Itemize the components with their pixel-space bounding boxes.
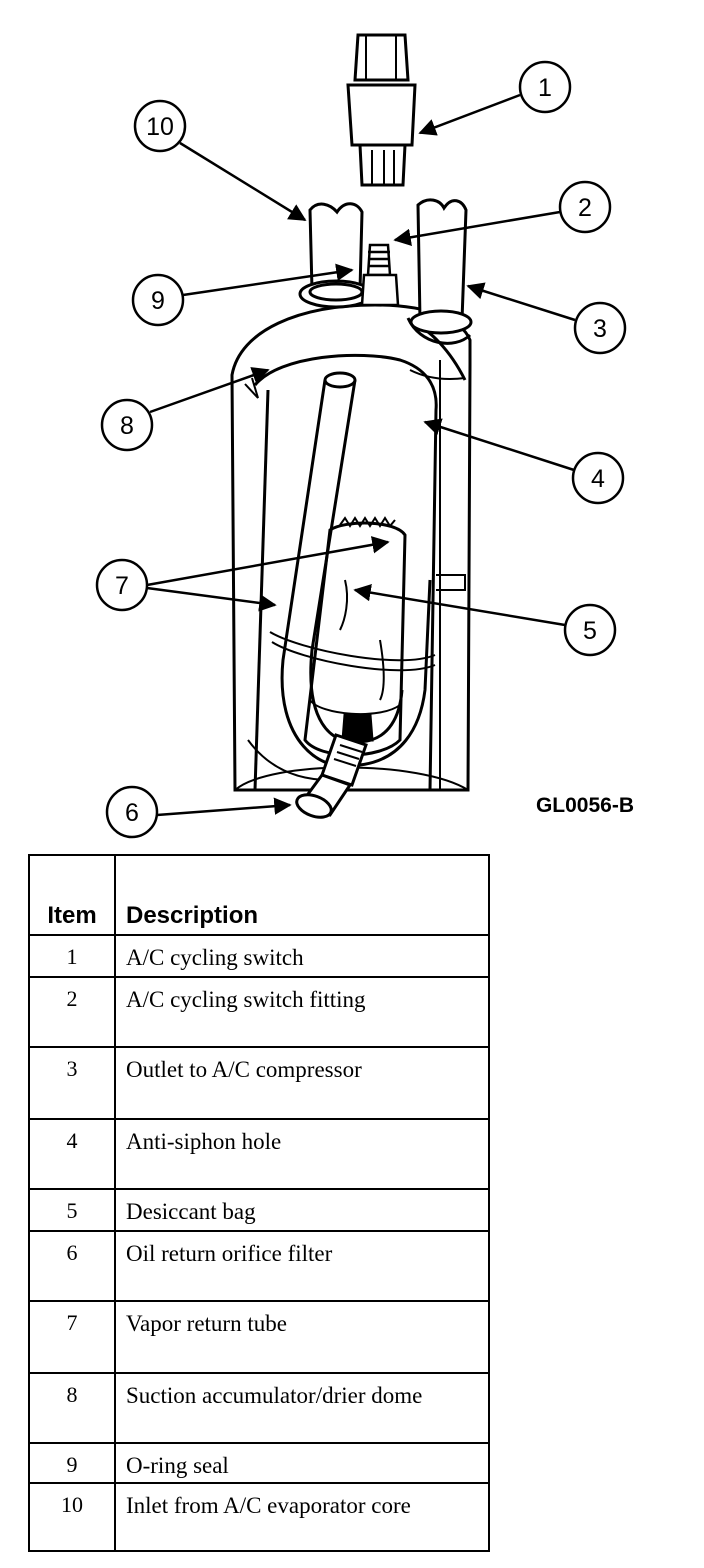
table-row: 4 Anti-siphon hole bbox=[28, 1118, 490, 1190]
table-header-row: Item Description bbox=[28, 854, 490, 936]
callout-7: 7 bbox=[95, 558, 149, 612]
item-description: A/C cycling switch bbox=[114, 934, 490, 978]
callout-label: 7 bbox=[115, 572, 129, 600]
callout-1: 1 bbox=[518, 60, 572, 114]
item-number: 10 bbox=[28, 1482, 116, 1552]
leader-arrows bbox=[146, 93, 576, 817]
table-row: 8 Suction accumulator/drier dome bbox=[28, 1372, 490, 1444]
table-row: 2 A/C cycling switch fitting bbox=[28, 976, 490, 1048]
arrow-3 bbox=[466, 282, 576, 322]
cycling-switch bbox=[346, 33, 417, 187]
arrow-7a bbox=[146, 536, 390, 587]
inlet-tube bbox=[298, 202, 374, 309]
item-number: 7 bbox=[28, 1300, 116, 1374]
arrow-1 bbox=[418, 93, 521, 136]
item-number: 3 bbox=[28, 1046, 116, 1120]
item-description: Suction accumulator/drier dome bbox=[114, 1372, 490, 1444]
item-number: 1 bbox=[28, 934, 116, 978]
callout-label: 4 bbox=[591, 465, 605, 493]
callout-label: 2 bbox=[578, 194, 592, 222]
item-number: 9 bbox=[28, 1442, 116, 1484]
table-row: 6 Oil return orifice filter bbox=[28, 1230, 490, 1302]
callout-label: 9 bbox=[151, 287, 165, 315]
arrow-2 bbox=[393, 210, 561, 246]
callout-6: 6 bbox=[105, 785, 159, 839]
callout-2: 2 bbox=[558, 180, 612, 234]
callout-label: 6 bbox=[125, 799, 139, 827]
item-description: Outlet to A/C compressor bbox=[114, 1046, 490, 1120]
item-number: 6 bbox=[28, 1230, 116, 1302]
item-description: Desiccant bag bbox=[114, 1188, 490, 1232]
arrow-7b bbox=[146, 586, 277, 612]
callout-label: 10 bbox=[146, 113, 174, 141]
item-description: Inlet from A/C evaporator core bbox=[114, 1482, 490, 1552]
callout-3: 3 bbox=[573, 301, 627, 355]
table-row: 9 O-ring seal bbox=[28, 1442, 490, 1484]
table-row: 3 Outlet to A/C compressor bbox=[28, 1046, 490, 1120]
item-number: 5 bbox=[28, 1188, 116, 1232]
callout-5: 5 bbox=[563, 603, 617, 657]
item-description: Oil return orifice filter bbox=[114, 1230, 490, 1302]
arrow-10 bbox=[179, 141, 307, 222]
item-number: 2 bbox=[28, 976, 116, 1048]
table-row: 7 Vapor return tube bbox=[28, 1300, 490, 1374]
item-description: Anti-siphon hole bbox=[114, 1118, 490, 1190]
table-row: 10 Inlet from A/C evaporator core bbox=[28, 1482, 490, 1552]
parts-table: Item Description 1 A/C cycling switch 2 … bbox=[28, 854, 490, 1552]
table-row: 1 A/C cycling switch bbox=[28, 934, 490, 978]
item-description: O-ring seal bbox=[114, 1442, 490, 1484]
figure-code: GL0056-B bbox=[536, 794, 634, 817]
switch-fitting bbox=[360, 243, 400, 307]
outlet-tube bbox=[406, 198, 473, 345]
item-number: 4 bbox=[28, 1118, 116, 1190]
arrow-4 bbox=[423, 418, 575, 472]
callout-label: 3 bbox=[593, 315, 607, 343]
callout-10: 10 bbox=[133, 99, 187, 153]
item-description: A/C cycling switch fitting bbox=[114, 976, 490, 1048]
callout-label: 5 bbox=[583, 617, 597, 645]
arrow-5 bbox=[353, 583, 566, 627]
callout-label: 8 bbox=[120, 412, 134, 440]
arrow-9 bbox=[182, 263, 354, 297]
oil-return-filter bbox=[295, 713, 374, 819]
callout-label: 1 bbox=[538, 74, 552, 102]
callout-4: 4 bbox=[571, 451, 625, 505]
header-item: Item bbox=[28, 854, 116, 936]
header-description: Description bbox=[114, 854, 490, 936]
accumulator-diagram: 1 2 3 4 5 6 7 8 9 10 bbox=[95, 33, 634, 839]
callout-8: 8 bbox=[100, 398, 154, 452]
item-description: Vapor return tube bbox=[114, 1300, 490, 1374]
arrow-8 bbox=[149, 367, 270, 414]
table-row: 5 Desiccant bag bbox=[28, 1188, 490, 1232]
item-number: 8 bbox=[28, 1372, 116, 1444]
callout-9: 9 bbox=[131, 273, 185, 327]
arrow-6 bbox=[156, 797, 292, 817]
